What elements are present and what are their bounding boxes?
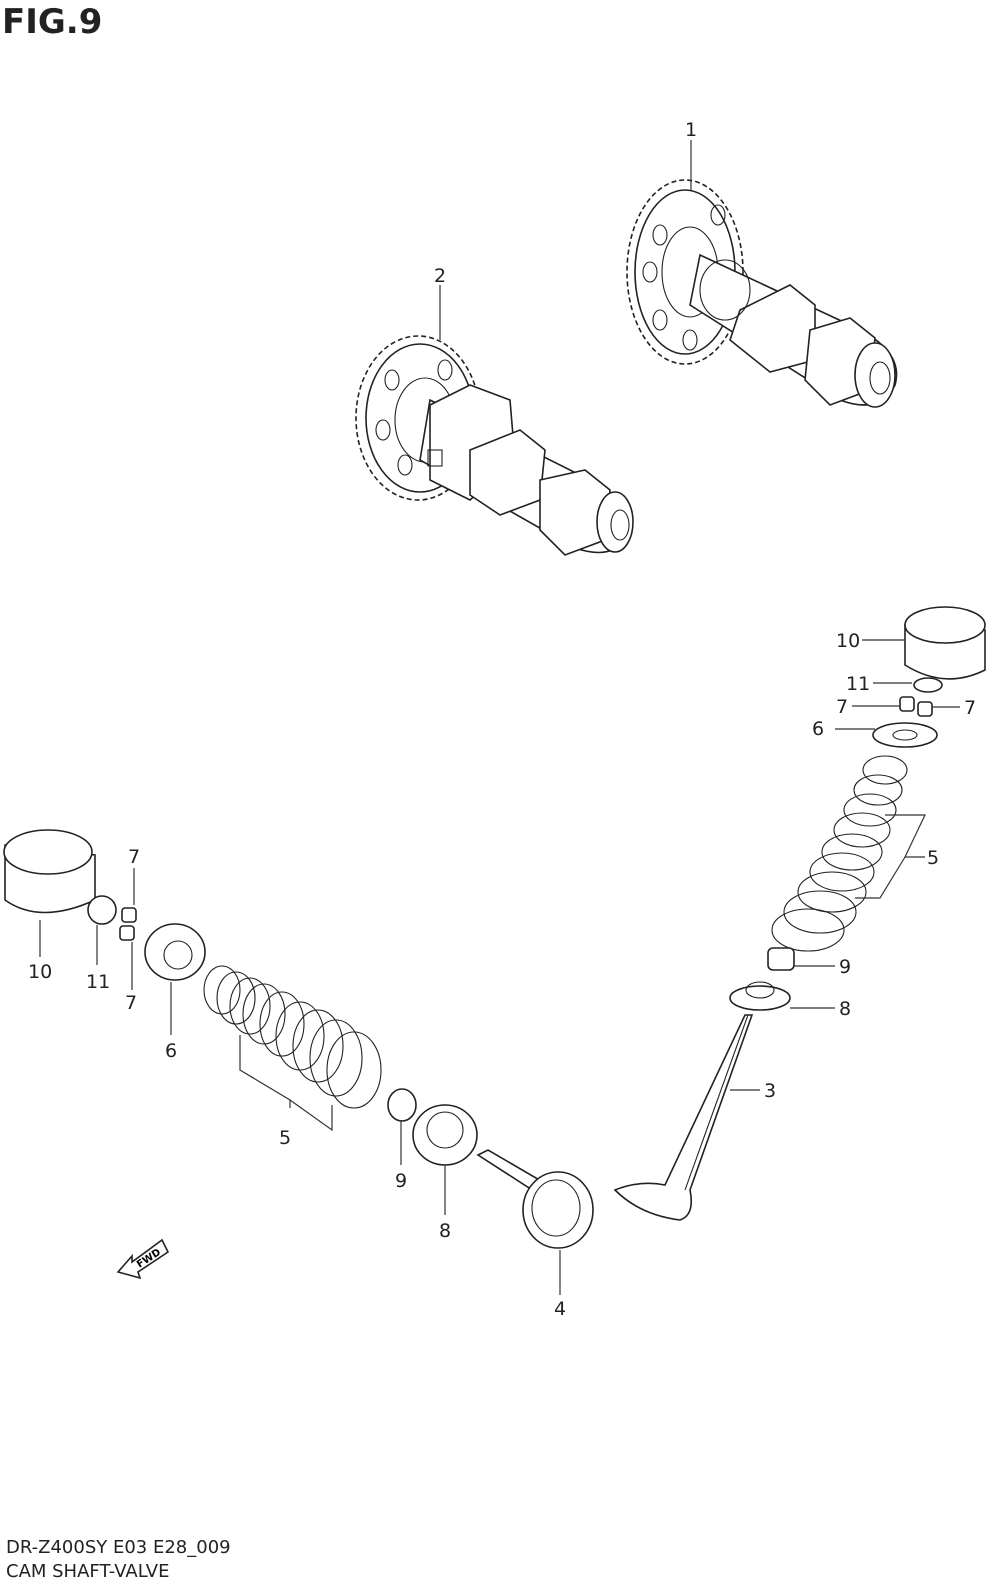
callout-7-left-top: 7 — [128, 846, 140, 868]
figure-title: FIG.9 — [2, 2, 103, 42]
callout-2: 2 — [434, 265, 446, 287]
section-name: CAM SHAFT-VALVE — [6, 1561, 170, 1582]
callout-3: 3 — [764, 1080, 776, 1102]
callout-8-right: 8 — [839, 998, 851, 1020]
left-valve-assembly — [3, 829, 594, 1249]
diagram-footer: DR-Z400SY E03 E28_009 CAM SHAFT-VALVE — [6, 1536, 231, 1584]
right-valve-springs — [771, 755, 908, 952]
model-code: DR-Z400SY E03 E28_009 — [6, 1537, 231, 1558]
callout-7-right-a: 7 — [836, 696, 848, 718]
leader-lines — [39, 140, 960, 1295]
callout-9-left: 9 — [395, 1170, 407, 1192]
callout-10-right: 10 — [836, 630, 860, 652]
callout-11-right: 11 — [846, 673, 870, 695]
callout-6-right: 6 — [812, 718, 824, 740]
callout-8-left: 8 — [439, 1220, 451, 1242]
callout-7-right-b: 7 — [964, 697, 976, 719]
callout-10-left: 10 — [28, 961, 52, 983]
callout-11-left: 11 — [86, 971, 110, 993]
callout-5-left: 5 — [279, 1127, 291, 1149]
camshaft-2 — [355, 335, 634, 556]
callout-9-right: 9 — [839, 956, 851, 978]
left-valve-springs — [203, 965, 382, 1109]
right-valve-assembly — [613, 606, 986, 1221]
callout-7-left-bottom: 7 — [125, 992, 137, 1014]
callout-5-right: 5 — [927, 847, 939, 869]
camshaft-1 — [626, 179, 898, 408]
callout-4: 4 — [554, 1298, 566, 1320]
fwd-arrow: FWD — [116, 1238, 170, 1280]
callout-1: 1 — [685, 119, 697, 141]
callout-6-left: 6 — [165, 1040, 177, 1062]
